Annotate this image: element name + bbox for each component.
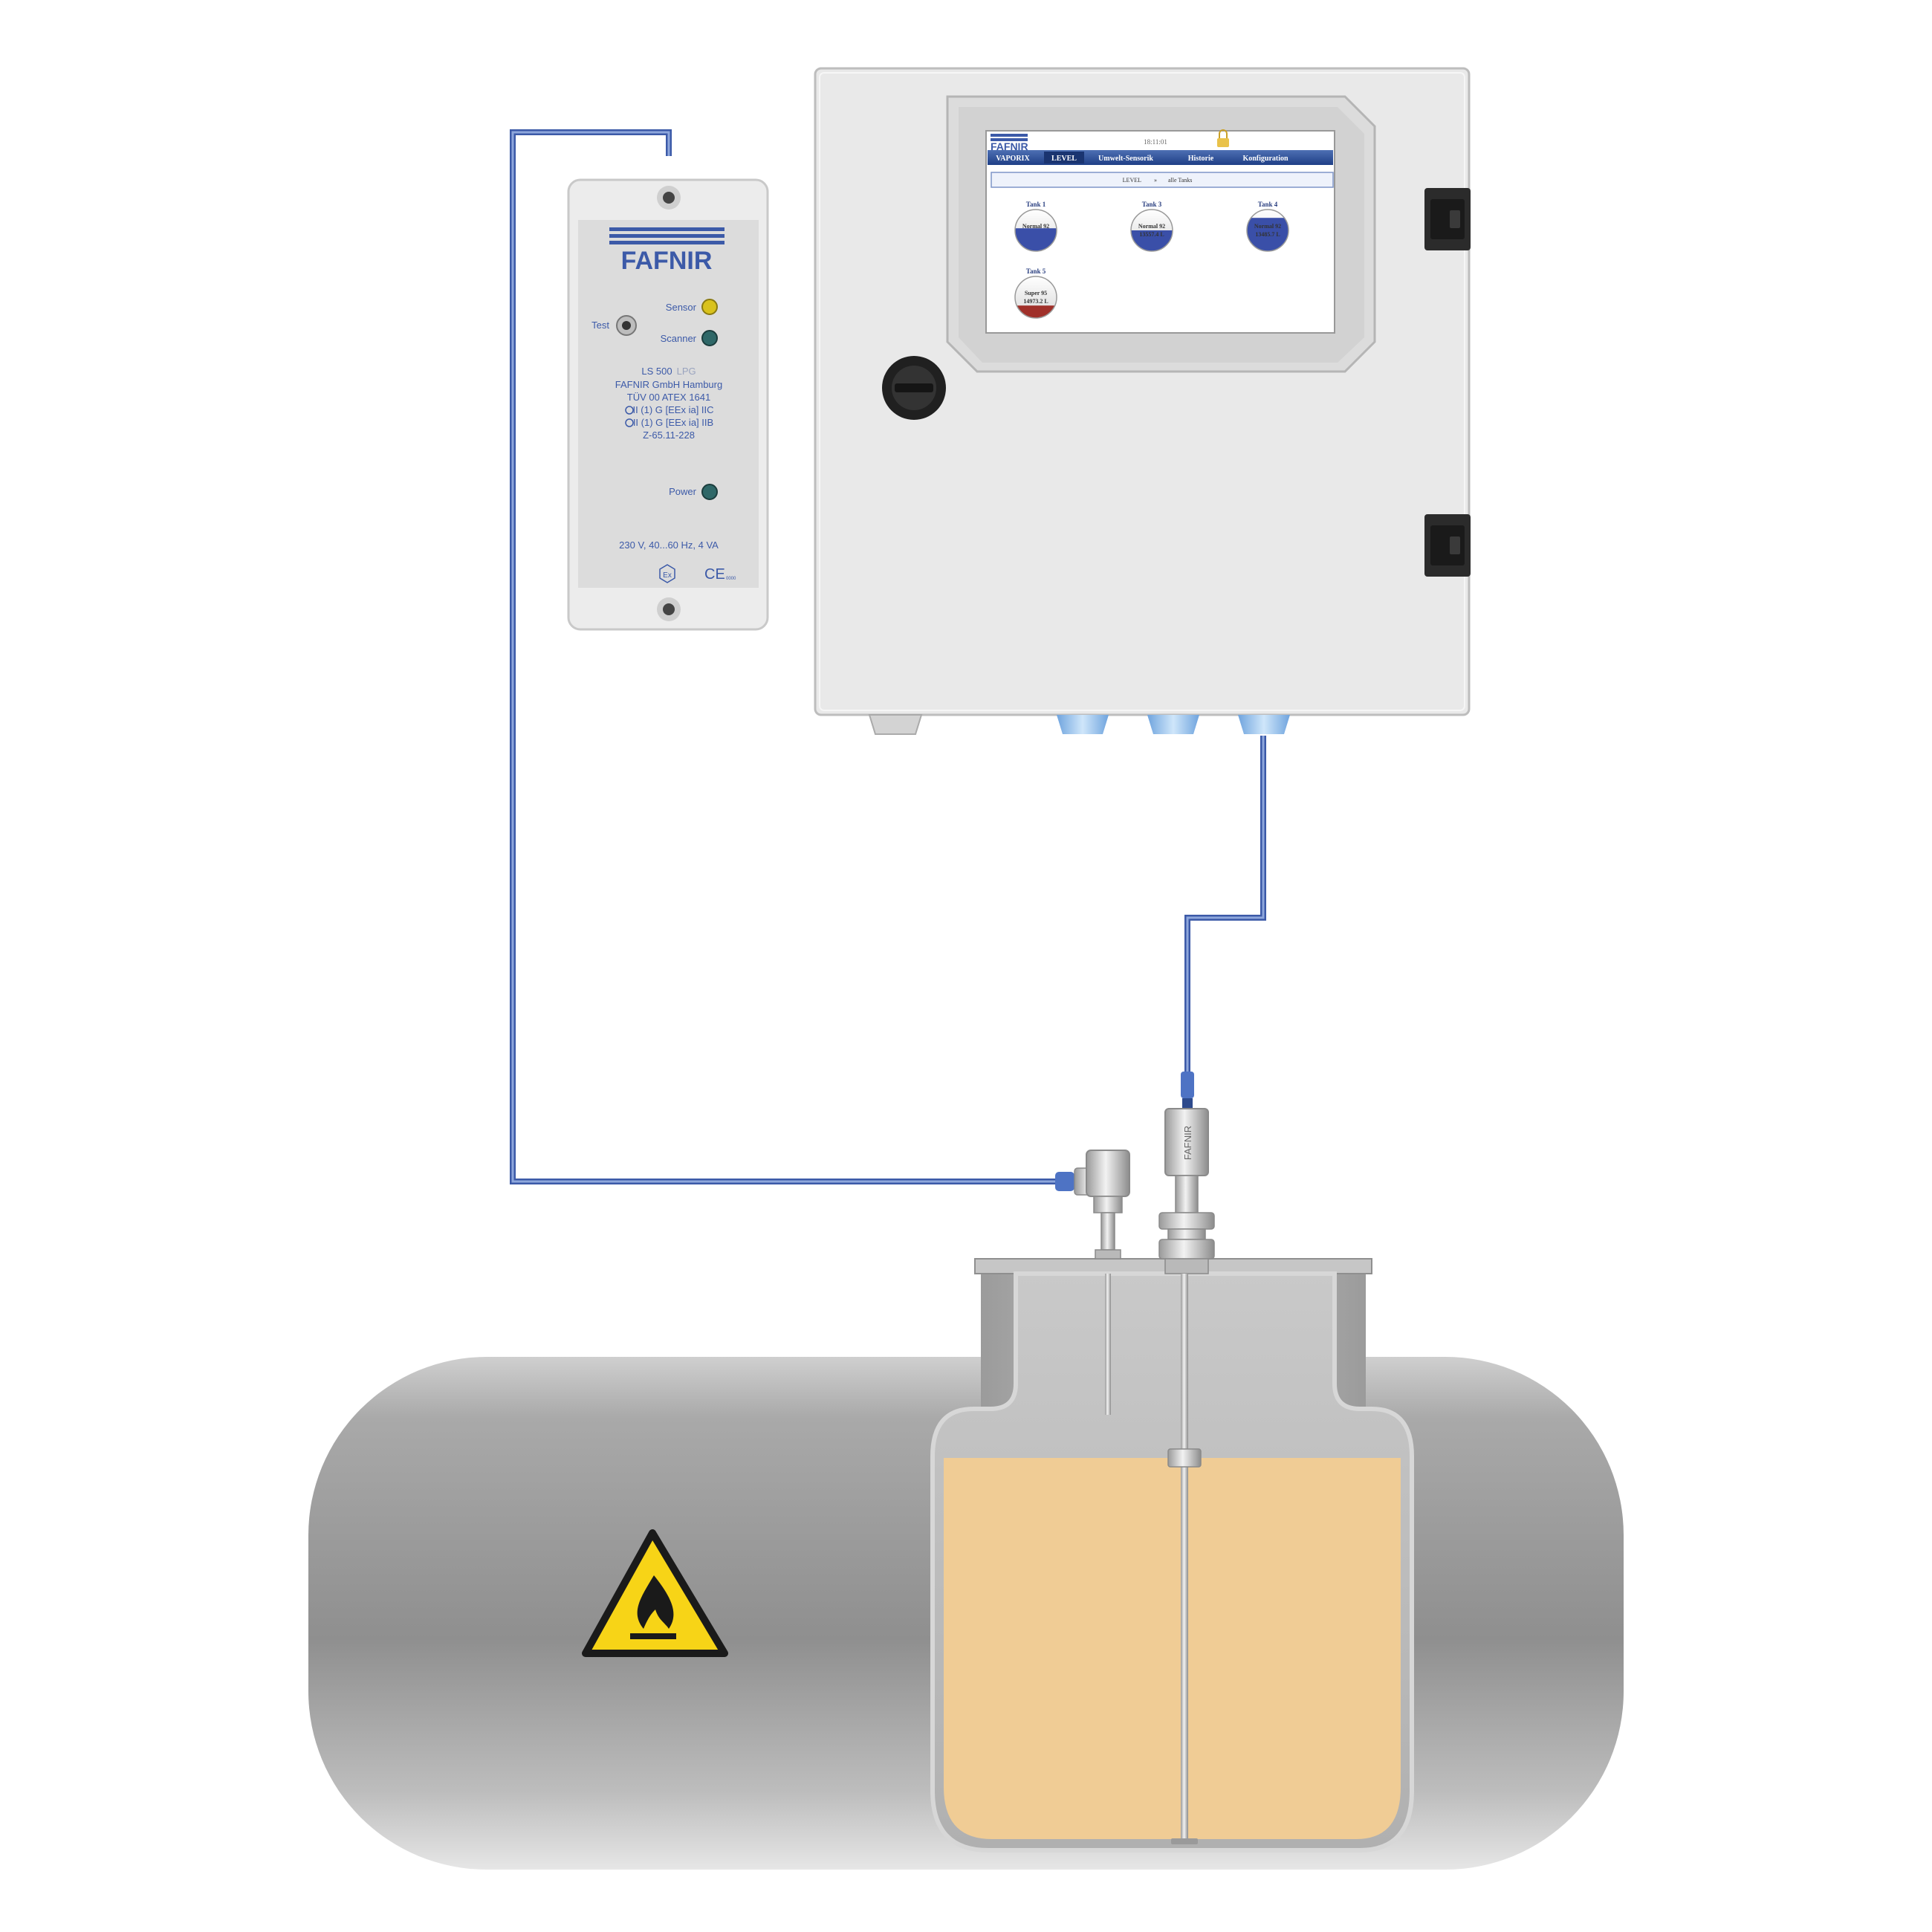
- tab-konfiguration[interactable]: Konfiguration: [1242, 155, 1288, 163]
- svg-text:Ex: Ex: [663, 571, 672, 580]
- gauge-tank-name: Tank 1: [1026, 201, 1046, 208]
- ce-mark: CE: [704, 566, 725, 583]
- gauge-product: Normal 92: [1022, 223, 1049, 230]
- cable-gland: [1147, 715, 1199, 734]
- gauge-product: Normal 92: [1254, 223, 1281, 230]
- touch-screen: FAFNIR 18:11:01 VAPORIX LEVEL Umwelt-Sen…: [986, 130, 1335, 333]
- filter-label: LEVEL: [1123, 177, 1141, 184]
- probe-brand: FAFNIR: [1182, 1126, 1193, 1160]
- lpg-tank: [308, 1259, 1624, 1870]
- tab-umwelt-sensorik[interactable]: Umwelt-Sensorik: [1098, 155, 1153, 163]
- model-line: LS 500 LPG: [641, 366, 696, 377]
- cable-gland: [1057, 715, 1109, 734]
- probe-connector: [1181, 1072, 1194, 1098]
- sensor-led: [702, 299, 717, 314]
- model-suffix: LPG: [677, 366, 696, 377]
- tab-historie[interactable]: Historie: [1188, 155, 1214, 163]
- svg-text:Konfiguration: Konfiguration: [1242, 155, 1288, 163]
- gauge-tank-name: Tank 3: [1142, 201, 1162, 208]
- scanner-led: [702, 331, 717, 346]
- ex-line-2: II (1) G [EEx ia] IIB: [633, 417, 713, 428]
- scanner-led-label: Scanner: [661, 333, 697, 344]
- filter-value: alle Tanks: [1168, 177, 1192, 184]
- company-line: FAFNIR GmbH Hamburg: [615, 379, 722, 390]
- test-button-label: Test: [591, 320, 609, 331]
- cable-gland: [869, 715, 921, 734]
- gauge-volume: 14973.2 L: [1023, 298, 1048, 305]
- probe-float: [1168, 1449, 1201, 1467]
- tab-vaporix[interactable]: VAPORIX: [996, 155, 1030, 163]
- gauge-product: Normal 92: [1138, 223, 1165, 230]
- sensor-rod: [1105, 1274, 1111, 1415]
- cable-gland: [1238, 715, 1290, 734]
- power-rating: 230 V, 40...60 Hz, 4 VA: [619, 539, 719, 551]
- tab-level[interactable]: LEVEL: [1044, 152, 1084, 163]
- cert-line: TÜV 00 ATEX 1641: [627, 392, 711, 403]
- probe-foot: [1171, 1838, 1198, 1844]
- gauge-tank-name: Tank 5: [1026, 268, 1046, 275]
- power-led-label: Power: [669, 486, 697, 497]
- barrier-logo: FAFNIR: [609, 227, 724, 275]
- tank-filter-bar[interactable]: LEVEL » alle Tanks: [991, 172, 1333, 187]
- gauge-volume: 13557.4 L: [1139, 231, 1164, 238]
- approval-line: Z-65.11-228: [643, 429, 695, 441]
- door-lock[interactable]: [882, 356, 946, 420]
- mounting-hole-bottom: [657, 597, 681, 621]
- sensor-head: [1086, 1150, 1129, 1196]
- ce-number: 0000: [726, 577, 736, 581]
- lpg-liquid: [944, 1458, 1401, 1839]
- svg-text:VAPORIX: VAPORIX: [996, 155, 1030, 163]
- cable-console-to-probe: [1187, 736, 1263, 1077]
- mounting-hole-top: [657, 186, 681, 210]
- hinge-top: [1424, 188, 1471, 250]
- svg-text:LEVEL: LEVEL: [1051, 155, 1077, 163]
- svg-text:Historie: Historie: [1188, 155, 1214, 163]
- gauge-product: Super 95: [1025, 290, 1047, 296]
- probe-rod: [1181, 1274, 1188, 1844]
- test-button[interactable]: [617, 316, 636, 335]
- control-cabinet: FAFNIR 18:11:01 VAPORIX LEVEL Umwelt-Sen…: [815, 68, 1471, 734]
- gauge-volume: 13485.7 L: [1255, 231, 1280, 238]
- screen-clock: 18:11:01: [1144, 138, 1167, 146]
- hinge-bottom: [1424, 514, 1471, 577]
- sensor-led-label: Sensor: [666, 302, 697, 313]
- power-led: [702, 484, 717, 499]
- svg-text:Umwelt-Sensorik: Umwelt-Sensorik: [1098, 155, 1153, 163]
- ex-line-1: II (1) G [EEx ia] IIC: [632, 404, 713, 415]
- model-name: LS 500: [641, 366, 672, 377]
- sensor-connector: [1055, 1172, 1074, 1191]
- barrier-module: FAFNIR Sensor Scanner Test LS 500 LPG FAF…: [568, 180, 768, 629]
- gauge-tank-name: Tank 4: [1258, 201, 1278, 208]
- filter-separator: »: [1154, 177, 1157, 184]
- barrier-brand: FAFNIR: [621, 247, 713, 275]
